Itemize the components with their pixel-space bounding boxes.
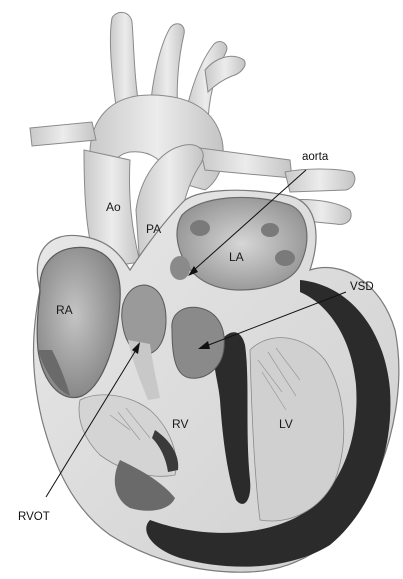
vsd-opening <box>172 307 224 378</box>
callout-aorta: aorta <box>302 151 329 163</box>
label-pa: PA <box>146 222 161 236</box>
callout-rvot: RVOT <box>18 511 50 523</box>
label-la: LA <box>229 250 244 264</box>
label-rv: RV <box>172 417 188 431</box>
label-ra: RA <box>56 303 73 317</box>
label-lv: LV <box>279 417 293 431</box>
label-ao: Ao <box>106 200 121 214</box>
callout-vsd: VSD <box>350 281 374 293</box>
